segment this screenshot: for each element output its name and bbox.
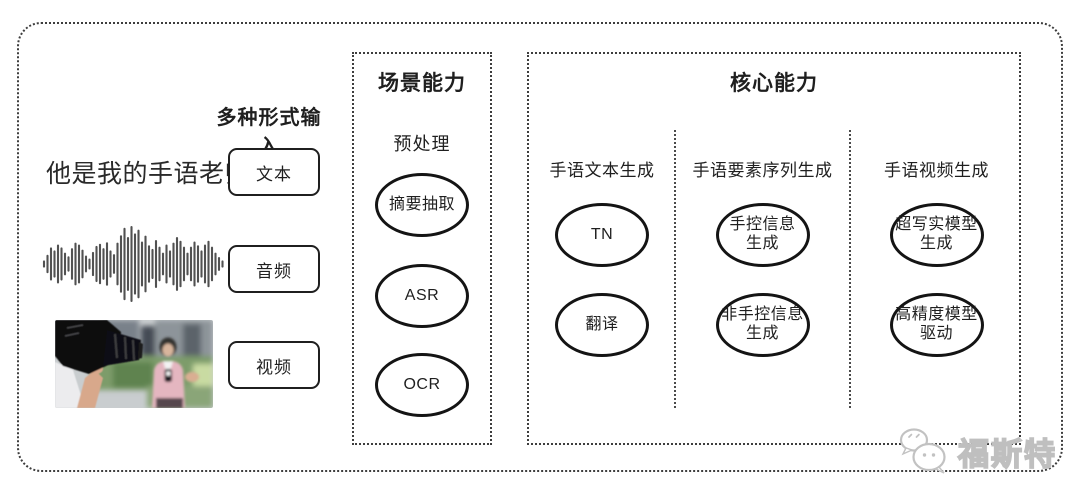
core-capability-box: 核心能力 手语文本生成 TN 翻译 手语要素序列生成 手控信息 生成 非手控信息… [527,52,1021,445]
input-chip-audio-label: 音频 [256,261,292,281]
scene-capability-title: 场景能力 [378,72,466,95]
watermark-text: 福斯特 [957,436,1057,473]
node-summary-extraction: 摘要抽取 [375,173,469,237]
node-hyperrealistic-model-generation: 超写实模型 生成 [889,203,984,267]
node-manual-info-generation: 手控信息 生成 [715,203,810,267]
column-header: 手语文本生成 [549,161,655,180]
preprocessing-label: 预处理 [393,134,451,154]
node-high-precision-model-driving: 高精度模型 驱动 [889,293,984,357]
node-asr: ASR [375,264,469,328]
column-divider [674,130,676,408]
video-input-photo [55,320,213,408]
input-chip-audio: 音频 [228,245,320,293]
chat-bubbles-icon [899,428,946,474]
node-tn: TN [555,203,649,267]
column-sign-video-generation: 手语视频生成 超写实模型 生成 高精度模型 驱动 [850,54,1023,443]
node-ocr: OCR [375,353,469,417]
input-chip-video: 视频 [228,341,320,389]
column-sign-element-sequence-generation: 手语要素序列生成 手控信息 生成 非手控信息 生成 [675,54,850,443]
column-header: 手语要素序列生成 [692,161,833,180]
camera-foreground [55,320,143,408]
column-header: 手语视频生成 [884,161,989,180]
outer-dotted-border [17,22,1063,472]
scene-capability-box: 场景能力 预处理 摘要抽取 ASR OCR [352,52,492,445]
input-chip-video-label: 视频 [256,357,292,377]
text-input-example: 他是我的手语老师 [46,160,251,188]
blurred-reporter [152,337,199,408]
audio-waveform-graphic [42,225,224,303]
node-non-manual-info-generation: 非手控信息 生成 [715,293,810,357]
input-chip-text: 文本 [228,148,320,196]
watermark: 福斯特 [896,427,1057,475]
column-divider [849,130,851,408]
column-sign-text-generation: 手语文本生成 TN 翻译 [529,54,675,443]
core-capability-title: 核心能力 [730,72,818,95]
node-translation: 翻译 [555,293,649,357]
input-chip-text-label: 文本 [256,164,292,184]
